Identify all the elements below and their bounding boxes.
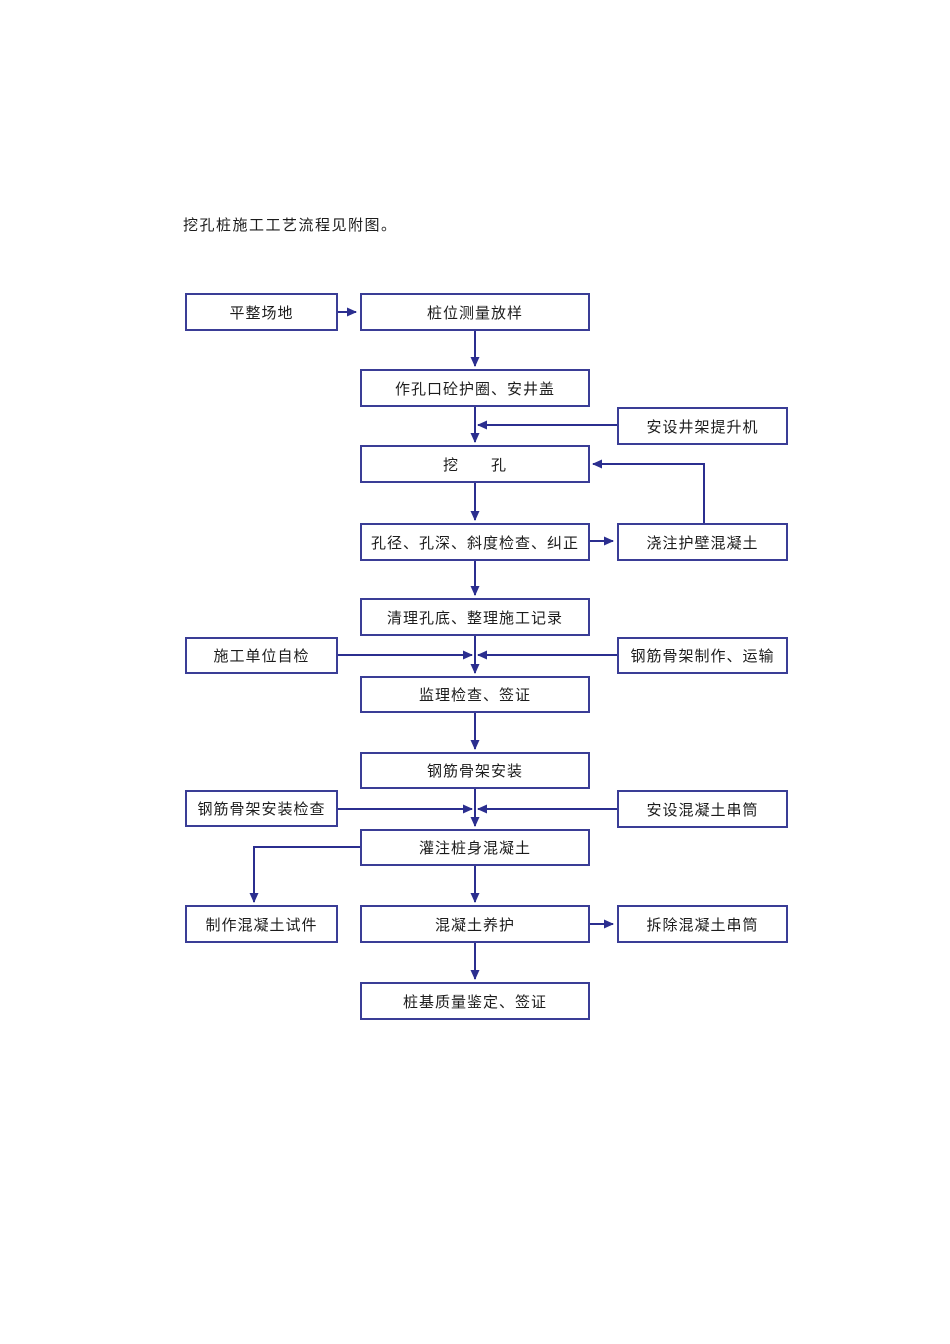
node-specimen: 制作混凝土试件 [185, 905, 338, 943]
edge-pour-to-specimen [249, 846, 360, 903]
edge-lining-to-dig-feedback [592, 459, 705, 523]
node-chute-install: 安设混凝土串筒 [617, 790, 788, 828]
node-cage-install: 钢筋骨架安装 [360, 752, 590, 789]
node-pour-pile: 灌注桩身混凝土 [360, 829, 590, 866]
node-level-site: 平整场地 [185, 293, 338, 331]
node-cage-make: 钢筋骨架制作、运输 [617, 637, 788, 674]
node-supervisor: 监理检查、签证 [360, 676, 590, 713]
node-dig: 挖 孔 [360, 445, 590, 483]
node-survey-layout: 桩位测量放样 [360, 293, 590, 331]
node-cage-check: 钢筋骨架安装检查 [185, 790, 338, 827]
node-self-check: 施工单位自检 [185, 637, 338, 674]
node-chute-remove: 拆除混凝土串筒 [617, 905, 788, 943]
node-hoist: 安设井架提升机 [617, 407, 788, 445]
node-clean-bottom: 清理孔底、整理施工记录 [360, 598, 590, 636]
intro-text: 挖孔桩施工工艺流程见附图。 [183, 218, 398, 234]
node-collar: 作孔口砼护圈、安井盖 [360, 369, 590, 407]
node-acceptance: 桩基质量鉴定、签证 [360, 982, 590, 1020]
node-wall-lining: 浇注护壁混凝土 [617, 523, 788, 561]
node-hole-check: 孔径、孔深、斜度检查、纠正 [360, 523, 590, 561]
node-curing: 混凝土养护 [360, 905, 590, 943]
